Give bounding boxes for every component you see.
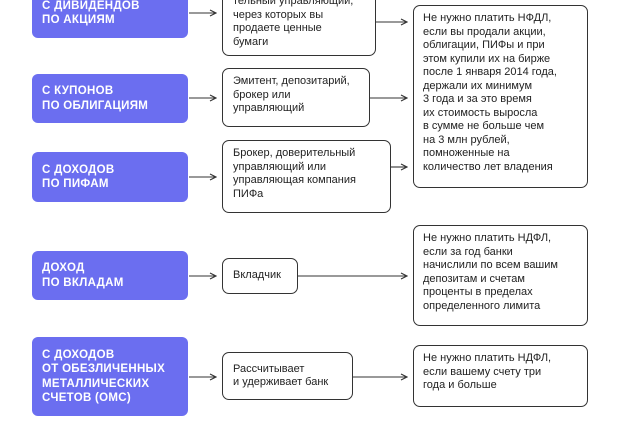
source-label: С ДОХОДОВ ПО ПИФАМ — [42, 163, 115, 191]
source-pif: С ДОХОДОВ ПО ПИФАМ — [32, 152, 188, 202]
note-text: Не нужно платить НДФЛ, если вашему счету… — [423, 352, 552, 391]
agent-oms: Рассчитывает и удерживает банк — [222, 352, 353, 400]
note-oms: Не нужно платить НДФЛ, если вашему счету… — [413, 345, 588, 407]
agent-deposits: Вкладчик — [222, 258, 298, 294]
source-label: С ДИВИДЕНДОВ ПО АКЦИЯМ — [42, 0, 140, 26]
source-label: С КУПОНОВ ПО ОБЛИГАЦИЯМ — [42, 85, 149, 112]
agent-dividends: тельный управляющий, через которых вы пр… — [222, 0, 376, 56]
source-oms: С ДОХОДОВ ОТ ОБЕЗЛИЧЕННЫХ МЕТАЛЛИЧЕСКИХ … — [32, 337, 188, 416]
agent-text: Рассчитывает и удерживает банк — [233, 362, 329, 389]
agent-text: Вкладчик — [233, 269, 281, 282]
source-dividends: С ДИВИДЕНДОВ ПО АКЦИЯМ — [32, 0, 188, 38]
note-deposits: Не нужно платить НДФЛ, если за год банки… — [413, 225, 588, 326]
source-label: ДОХОД ПО ВКЛАДАМ — [42, 262, 124, 289]
source-deposits: ДОХОД ПО ВКЛАДАМ — [32, 251, 188, 300]
agent-pif: Брокер, доверительный управляющий или уп… — [222, 140, 391, 213]
agent-text: тельный управляющий, через которых вы пр… — [233, 0, 354, 48]
agent-text: Брокер, доверительный управляющий или уп… — [233, 147, 356, 200]
source-label: С ДОХОДОВ ОТ ОБЕЗЛИЧЕННЫХ МЕТАЛЛИЧЕСКИХ … — [42, 348, 166, 405]
agent-text: Эмитент, депозитарий, брокер или управля… — [233, 75, 350, 114]
source-coupons: С КУПОНОВ ПО ОБЛИГАЦИЯМ — [32, 74, 188, 123]
note-text: Не нужно платить НФДЛ, если вы продали а… — [423, 12, 557, 173]
note-securities: Не нужно платить НФДЛ, если вы продали а… — [413, 5, 588, 188]
agent-coupons: Эмитент, депозитарий, брокер или управля… — [222, 68, 370, 127]
note-text: Не нужно платить НДФЛ, если за год банки… — [423, 232, 558, 312]
